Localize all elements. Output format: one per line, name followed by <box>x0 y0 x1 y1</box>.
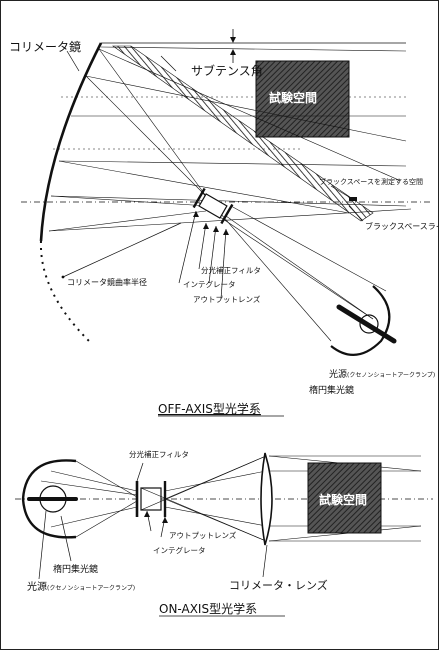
on-axis-integrator <box>140 487 162 511</box>
off-axis-system <box>21 29 431 356</box>
collimator-mirror <box>39 42 103 242</box>
off-axis-ellipsoid-mirror-label: 楕円集光鏡 <box>309 384 354 396</box>
off-axis-output-lens-label: アウトプットレンズ <box>193 294 261 304</box>
collimator-mirror-extension <box>39 240 90 342</box>
on-axis-test-space-label: 試験空間 <box>319 492 367 507</box>
off-axis-test-space-label: 試験空間 <box>269 90 317 105</box>
on-axis-ellipsoid-mirror <box>21 459 77 539</box>
on-axis-spectral-filter-label: 分光補正フィルタ <box>129 449 189 459</box>
black-space-target-label: ブラックスペースを測定する空間 <box>319 177 423 186</box>
collimator-lens <box>260 452 273 546</box>
black-space-line-label: ブラックスペースライン <box>365 221 438 231</box>
on-axis-integrator-label: インテグレータ <box>153 545 206 555</box>
collimator-lens-label: コリメータ・レンズ <box>229 578 328 592</box>
off-axis-light-source-label: 光源(クセノンショートアークランプ) <box>329 368 435 380</box>
off-axis-spectral-filter-label: 分光補正フィルタ <box>201 265 261 275</box>
off-axis-caption: OFF-AXIS型光学系 <box>158 401 261 416</box>
mirror-curvature-radius-label: コリメータ鏡曲率半径 <box>67 277 147 287</box>
off-axis-integrator-assembly <box>192 187 234 225</box>
on-axis-ellipsoid-mirror-label: 楕円集光鏡 <box>53 563 98 575</box>
off-axis-integrator-label: インテグレータ <box>183 279 236 289</box>
collimator-mirror-label: コリメータ鏡 <box>9 39 81 54</box>
subtense-angle-label: サブテンス角 <box>191 63 263 78</box>
on-axis-test-space-box <box>307 462 382 534</box>
off-axis-ellipsoid-mirror <box>330 285 391 356</box>
on-axis-light-source-label: 光源(クセノンショートアークランプ) <box>27 580 135 593</box>
off-axis-xenon-lamp <box>336 304 397 344</box>
on-axis-caption: ON-AXIS型光学系 <box>159 601 257 616</box>
black-space-band <box>112 45 374 222</box>
on-axis-system <box>15 452 433 580</box>
on-axis-output-lens-label: アウトプットレンズ <box>169 530 237 540</box>
